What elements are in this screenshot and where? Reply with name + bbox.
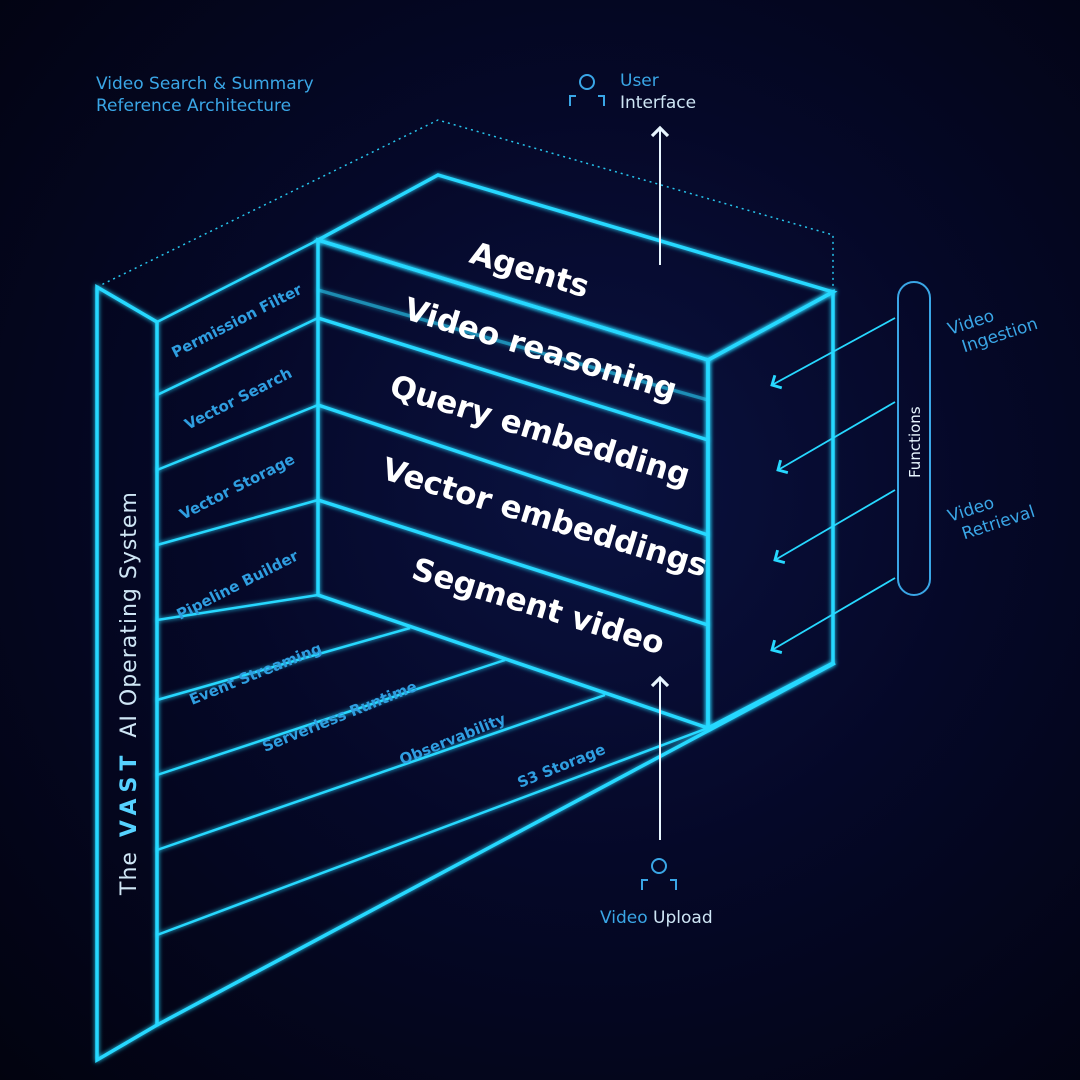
wall-vector-storage: Vector Storage: [177, 450, 298, 524]
wall-pipeline-builder: Pipeline Builder: [174, 546, 302, 623]
title-line2: Reference Architecture: [96, 96, 291, 116]
layer-agents: Agents: [466, 235, 594, 305]
layer-dividers: [317, 288, 709, 627]
video-ingestion-label: Video Ingestion: [945, 294, 1040, 360]
functions-label: Functions: [906, 406, 924, 478]
wall-dividers: [156, 238, 709, 937]
system-panel: [95, 283, 159, 1064]
system-label: The VAST AI Operating System: [117, 491, 142, 896]
box-front-face: [316, 237, 710, 731]
user-interface-line1: User: [620, 71, 659, 91]
functions-pill: [897, 281, 931, 596]
wall-permission-filter: Permission Filter: [169, 280, 306, 362]
user-interface-icon: [569, 74, 605, 106]
layer-segment-video: Segment video: [408, 551, 669, 662]
function-arrows: [770, 317, 896, 654]
system-brand: VAST: [117, 750, 142, 837]
system-prefix: The: [117, 851, 142, 896]
video-upload-white: Upload: [653, 908, 713, 928]
title-line1: Video Search & Summary: [96, 74, 314, 94]
user-interface-line2: Interface: [620, 93, 696, 113]
wall-event-streaming: Event Streaming: [187, 639, 325, 709]
floor-edge: [156, 661, 836, 1027]
system-suffix: AI Operating System: [117, 491, 142, 738]
video-upload-icon: [641, 858, 677, 890]
wall-serverless-runtime: Serverless Runtime: [260, 677, 420, 756]
video-upload-label: Video Upload: [600, 908, 713, 928]
wall-observability: Observability: [397, 710, 509, 769]
video-upload-blue: Video: [600, 908, 648, 928]
box-side-face: [706, 289, 835, 731]
video-retrieval-label: Video Retrieval: [945, 482, 1037, 547]
